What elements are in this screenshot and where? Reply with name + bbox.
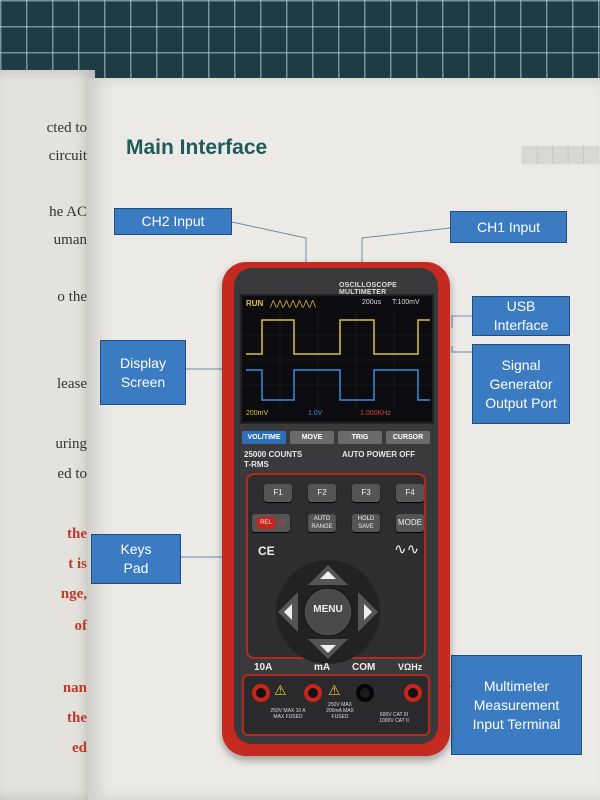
leader-ch1 <box>361 227 451 264</box>
down-arrow-icon <box>320 645 336 653</box>
ma-label: mA <box>314 662 331 673</box>
left-page-line: ed to <box>57 466 87 482</box>
device-brand: OSCILLOSCOPE MULTIMETER <box>339 282 398 296</box>
generator-frequency: 1.000KHz <box>360 410 391 417</box>
right-arrow-icon <box>364 604 372 620</box>
leader-usb <box>451 315 472 328</box>
show-through-text: ▆▆▆▆▆ <box>522 142 599 164</box>
up-arrow-icon <box>320 571 336 579</box>
ch2-trace <box>246 369 430 401</box>
vohz-label: VΩHz <box>398 662 423 672</box>
com-jack[interactable] <box>356 684 374 702</box>
generator-wave-icon: ∿∿ <box>394 541 420 558</box>
f2-key[interactable]: F2 <box>308 484 336 502</box>
f4-key[interactable]: F4 <box>396 484 424 502</box>
menu-button-shape[interactable] <box>303 587 353 637</box>
dpad <box>276 560 380 664</box>
left-page-line: uring <box>55 436 87 452</box>
timebase: 200us <box>362 299 382 306</box>
page-title: Main Interface <box>126 136 268 159</box>
ma-jack[interactable] <box>304 684 322 702</box>
leader-signal <box>451 346 472 353</box>
left-page-line: cted to <box>46 120 87 136</box>
ch2-scale: 1.0V <box>308 410 323 417</box>
oscilloscope-multimeter: OSCILLOSCOPE MULTIMETER RUN ⋀⋀⋀⋀⋀⋀⋀ 200u… <box>222 262 450 756</box>
rel-label: REL <box>257 517 275 529</box>
left-page-line: the <box>67 526 87 542</box>
left-page: cted to circuit he AC uman o the lease u… <box>0 70 95 800</box>
left-page-line: of <box>74 618 88 634</box>
callout-ch2-input: CH2 Input <box>114 208 232 235</box>
trms-label: T-RMS <box>244 460 269 469</box>
left-page-line: o the <box>57 289 87 305</box>
callout-usb-interface: USB Interface <box>472 296 570 336</box>
callout-display-screen: Display Screen <box>100 340 186 405</box>
mode-key[interactable]: MODE <box>396 514 424 532</box>
callout-keys-pad: Keys Pad <box>91 534 181 584</box>
left-page-line: lease <box>57 376 87 392</box>
terminal-area: ⚠ ⚠ 250V MAX 10 A MAX FUSED 250V MAX 200… <box>242 674 430 736</box>
callout-signal-output: Signal Generator Output Port <box>472 344 570 424</box>
10a-rating: 250V MAX 10 A MAX FUSED <box>270 708 306 720</box>
display-screen: RUN ⋀⋀⋀⋀⋀⋀⋀ 200us T:100mV 200mV 1.0V 1.0… <box>240 294 434 424</box>
com-label: COM <box>352 662 376 673</box>
left-page-line: the <box>67 710 87 726</box>
ma-rating: 250V MAX 200mA MAX FUSED <box>326 702 354 720</box>
ce-mark: CE <box>258 544 275 558</box>
cursor-button[interactable]: CURSOR <box>386 431 430 444</box>
menu-button[interactable]: MENU <box>313 604 343 615</box>
auto-range-key[interactable]: AUTO RANGE <box>308 514 336 532</box>
trigger-level: T:100mV <box>392 299 420 306</box>
10a-jack[interactable] <box>252 684 270 702</box>
rel-power-key[interactable]: REL ⏻ <box>252 514 290 532</box>
warning-icon: ⚠ <box>274 682 287 698</box>
f3-key[interactable]: F3 <box>352 484 380 502</box>
leader-ch2 <box>231 221 307 264</box>
run-status: RUN <box>246 299 264 308</box>
ch1-trace <box>246 319 430 355</box>
hold-save-key[interactable]: HOLD SAVE <box>352 514 380 532</box>
ch1-scale: 200mV <box>246 410 269 417</box>
f1-key[interactable]: F1 <box>264 484 292 502</box>
10a-label: 10A <box>254 662 273 673</box>
left-page-line: nan <box>62 680 87 696</box>
v-ohm-hz-jack[interactable] <box>404 684 422 702</box>
left-page-line: nge, <box>60 586 87 602</box>
left-page-line: circuit <box>48 148 87 164</box>
left-arrow-icon <box>284 604 292 620</box>
left-page-line: he AC <box>49 204 87 220</box>
left-page-line: t is <box>68 556 87 572</box>
counts-label: 25000 COUNTS <box>244 450 303 459</box>
waveform-plot <box>242 310 432 410</box>
callout-ch1-input: CH1 Input <box>450 211 567 243</box>
device-face: OSCILLOSCOPE MULTIMETER RUN ⋀⋀⋀⋀⋀⋀⋀ 200u… <box>234 268 438 744</box>
callout-multimeter-terminal: Multimeter Measurement Input Terminal <box>451 655 582 755</box>
left-page-line: uman <box>53 232 87 248</box>
voltage-rating: 600V CAT III 1000V CAT II <box>379 712 409 724</box>
power-icon: ⏻ <box>277 518 285 528</box>
vol-time-button[interactable]: VOL/TIME <box>242 431 286 444</box>
warning-icon: ⚠ <box>328 682 341 698</box>
auto-power-label: AUTO POWER OFF <box>342 450 416 459</box>
left-page-line: ed <box>72 740 87 756</box>
move-button[interactable]: MOVE <box>290 431 334 444</box>
trig-button[interactable]: TRIG <box>338 431 382 444</box>
waveform-icon: ⋀⋀⋀⋀⋀⋀⋀ <box>270 299 316 308</box>
